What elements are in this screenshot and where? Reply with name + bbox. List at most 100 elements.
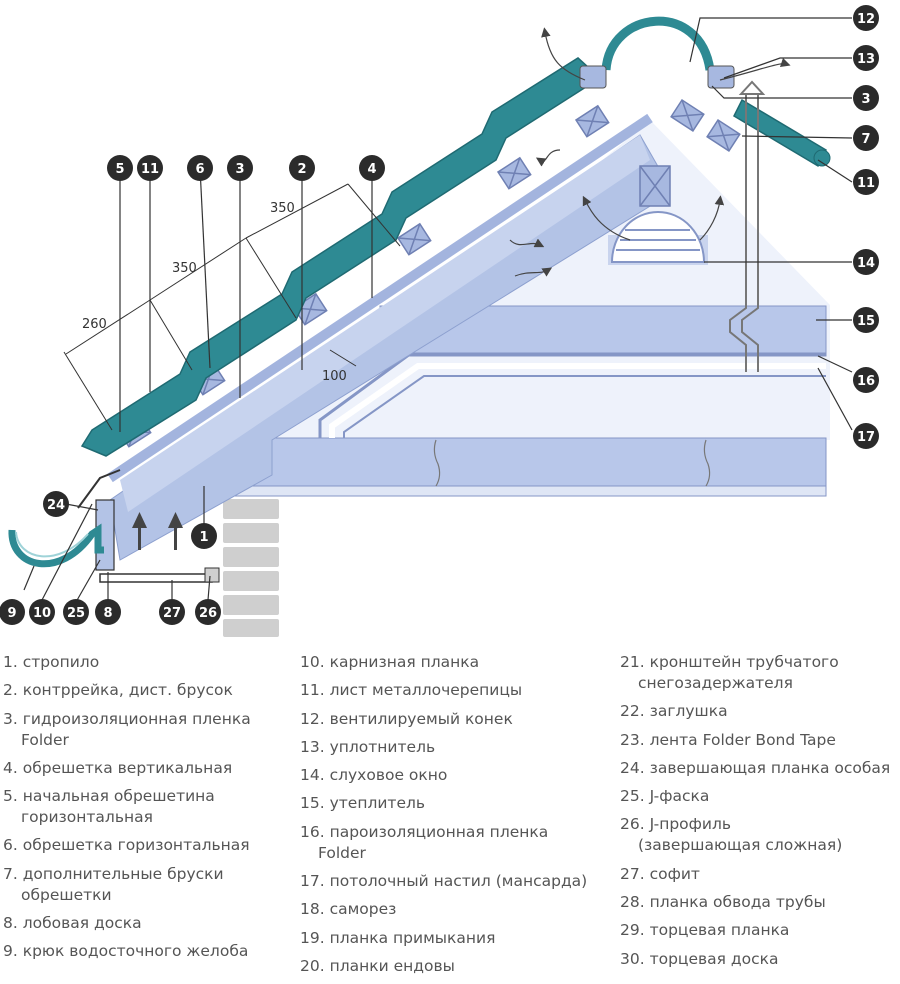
svg-text:3: 3 <box>235 162 244 177</box>
callout-9: 9 <box>0 599 25 625</box>
svg-text:4: 4 <box>367 162 376 177</box>
svg-text:7: 7 <box>861 132 870 147</box>
legend-item: 1. стропило <box>3 653 100 671</box>
callout-3-left: 3 <box>227 155 253 181</box>
airflow-arrows <box>509 27 791 277</box>
legend-item: 6. обрешетка горизонтальная <box>3 836 250 855</box>
legend-item: 15. утеплитель <box>300 794 426 813</box>
legend-item: 9. крюк водосточного желоба <box>3 942 249 961</box>
legend-item: 11. лист металлочерепицы <box>300 681 523 700</box>
legend-item: 22. заглушка <box>620 702 728 721</box>
legend-item: 4. обрешетка вертикальная <box>3 758 233 777</box>
legend-item: 13. уплотнитель <box>300 737 436 756</box>
soffit <box>99 573 213 583</box>
j-profile <box>204 567 220 583</box>
svg-text:10: 10 <box>33 606 51 621</box>
legend-item: 23. лента Folder Bond Tape <box>620 730 836 749</box>
svg-text:25: 25 <box>67 606 85 621</box>
svg-text:26: 26 <box>199 606 217 621</box>
gutter-inner <box>15 531 89 558</box>
dimension-lines <box>63 183 401 431</box>
callout-11-left: 11 <box>137 155 163 181</box>
ridge-cap <box>601 16 715 71</box>
roof-section-diagram: 260 350 350 100 5 11 6 3 2 4 12 13 3 7 1… <box>0 5 879 639</box>
underlay-membrane <box>109 106 651 470</box>
attic-space <box>270 120 830 440</box>
vapour-barrier <box>318 352 826 438</box>
ridge-batten <box>639 165 671 207</box>
legend-item: 2. контррейка, дист. брусок <box>3 681 233 700</box>
callout-3-right: 3 <box>853 85 879 111</box>
callout-10: 10 <box>29 599 55 625</box>
svg-text:1: 1 <box>199 530 208 545</box>
callout-13: 13 <box>853 45 879 71</box>
pipe-break-marks <box>433 439 711 487</box>
svg-text:11: 11 <box>857 176 875 191</box>
ceiling-slab <box>219 437 827 487</box>
callout-15: 15 <box>853 307 879 333</box>
legend-item: 19. планка примыкания <box>300 928 496 947</box>
ceiling-lining <box>343 375 826 438</box>
callout-26: 26 <box>195 599 221 625</box>
legend-item: 27. софит <box>620 864 700 883</box>
legend-item: 14. слуховое окно <box>300 766 448 785</box>
legend-item: 12. вентилируемый конек <box>300 709 513 728</box>
svg-text:3: 3 <box>861 92 870 107</box>
svg-text:13: 13 <box>857 52 875 67</box>
legend-item: 24. завершающая планка особая <box>620 758 891 777</box>
svg-text:27: 27 <box>163 606 181 621</box>
svg-text:17: 17 <box>857 430 875 445</box>
dim-350-lower: 350 <box>172 261 197 276</box>
dim-260: 260 <box>82 317 107 332</box>
ceiling-board <box>219 485 827 497</box>
brick-wall <box>221 497 281 639</box>
legend-item: 30. торцевая доска <box>620 949 779 968</box>
callout-1: 1 <box>191 523 217 549</box>
legend-item: 25. J-фаска <box>620 787 710 806</box>
svg-text:6: 6 <box>195 162 204 177</box>
vent-arrow <box>738 80 766 95</box>
legend-item: 8. лобовая доска <box>3 914 142 933</box>
callout-2: 2 <box>289 155 315 181</box>
leader-lines <box>23 17 853 603</box>
airflow-up-arrows <box>132 512 183 550</box>
callout-24: 24 <box>43 491 69 517</box>
legend-item: 18. саморез <box>300 900 397 919</box>
legend-item: 17. потолочный настил (мансарда) <box>300 872 588 891</box>
svg-text:12: 12 <box>857 12 875 27</box>
attic-insulation <box>379 305 827 357</box>
callout-16: 16 <box>853 367 879 393</box>
svg-text:8: 8 <box>103 606 112 621</box>
callout-4: 4 <box>359 155 385 181</box>
eaves-flashing <box>77 469 121 509</box>
vent-pipe <box>729 92 747 372</box>
svg-text:9: 9 <box>7 606 16 621</box>
metal-tile-right <box>733 98 827 168</box>
legend-item: 10. карнизная планка <box>300 653 480 671</box>
svg-text:15: 15 <box>857 314 875 329</box>
svg-text:14: 14 <box>857 256 875 271</box>
svg-text:5: 5 <box>115 162 124 177</box>
legend-item: 29. торцевая планка <box>620 921 790 940</box>
dim-100: 100 <box>322 369 347 384</box>
svg-text:16: 16 <box>857 374 875 389</box>
callout-11-right: 11 <box>853 169 879 195</box>
legend-column-1: 1. стропило 2. контррейка, дист. брусок … <box>3 652 251 970</box>
ridge-seal-left <box>579 65 607 89</box>
callout-7: 7 <box>853 125 879 151</box>
vapour-barrier-inner <box>329 363 826 438</box>
callout-25: 25 <box>63 599 89 625</box>
svg-text:11: 11 <box>141 162 159 177</box>
rafter-shade <box>120 135 650 512</box>
legend-item: 26. J-профиль(завершающая сложная) <box>620 815 843 855</box>
ridge-seal-right <box>707 65 735 89</box>
callout-6: 6 <box>187 155 213 181</box>
counter-batten <box>107 113 653 483</box>
callout-12: 12 <box>853 5 879 31</box>
callout-17: 17 <box>853 423 879 449</box>
gable-vent <box>608 211 708 265</box>
